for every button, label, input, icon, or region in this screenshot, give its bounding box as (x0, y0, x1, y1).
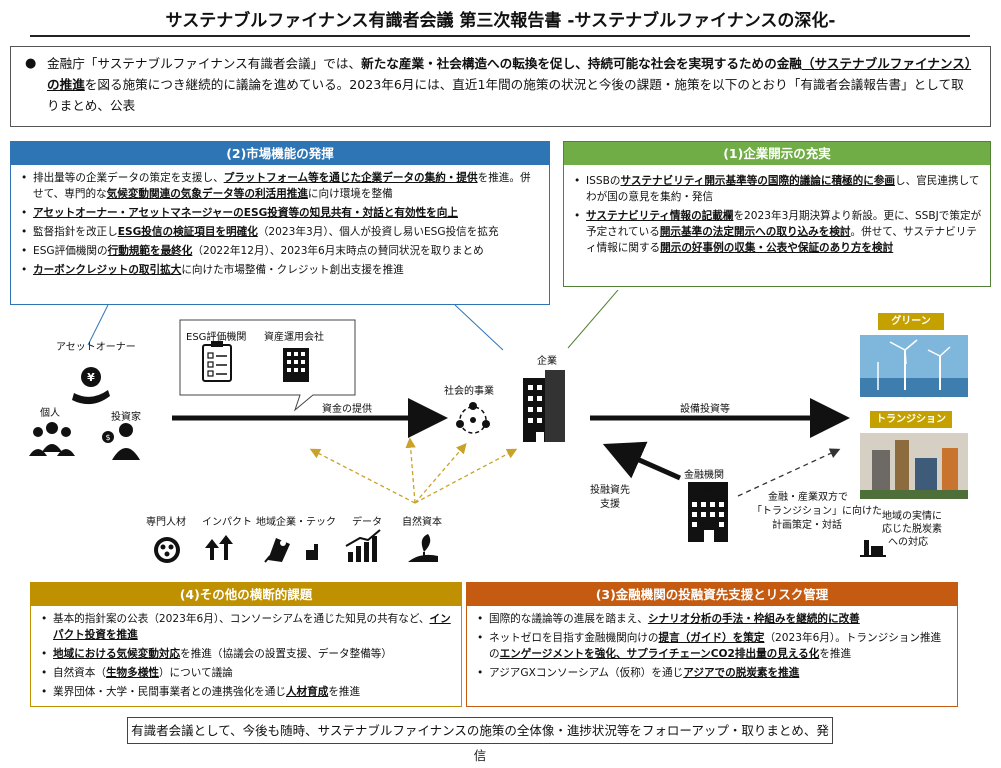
social-business-label: 社会的事業 (444, 386, 494, 397)
data-chart-icon (345, 529, 381, 562)
list-item: 排出量等の企業データの策定を支援し、プラットフォーム等を通じた企業データの集約・… (19, 170, 541, 202)
connector-line (567, 290, 619, 349)
summary-text-4: を図る施策につき継続的に議論を進めている。2023年6月には、直近1年間の施策の… (47, 77, 964, 113)
regional-tech-icon (264, 538, 290, 563)
investor-label: 投資家 (111, 412, 141, 423)
resource-label-talent: 専門人材 (146, 517, 186, 528)
natural-capital-icon (408, 534, 438, 562)
capex-label: 設備投資等 (680, 404, 730, 415)
expert-talent-icon (154, 537, 180, 563)
financial-institution-list: 国際的な議論等の進展を踏まえ、シナリオ分析の手法・枠組みを継続的に改善 ネットゼ… (467, 606, 957, 688)
summary-text-1: 金融庁「サステナブルファイナンス有識者会議」では、 (47, 56, 362, 71)
impact-icon (205, 535, 233, 560)
dialogue-label-3: 計画策定・対話 (772, 520, 842, 531)
cross-cutting-list: 基本的指針案の公表（2023年6月）、コンソーシアムを通じた知見の共有など、イン… (31, 606, 461, 707)
financial-institution-label: 金融機関 (684, 470, 724, 481)
list-item: 業界団体・大学・民間事業者との連携強化を通じ人材育成を推進 (39, 684, 453, 700)
asset-owner-label: アセットオーナー (56, 342, 136, 353)
market-function-title: (2)市場機能の発揮 (11, 142, 549, 165)
investment-support-label-1: 投融資先 (590, 485, 630, 496)
cross-cutting-box: (4)その他の横断的課題 基本的指針案の公表（2023年6月）、コンソーシアムを… (30, 582, 462, 707)
decarbonization-label-2: 応じた脱炭素 (882, 524, 942, 535)
resource-label-regional-tech: 地域企業・テック (256, 517, 336, 528)
list-item: アセットオーナー・アセットマネージャーのESG投資等の知見共有・対話と有効性を向… (19, 205, 541, 221)
dialogue-label-1: 金融・産業双方で (768, 492, 848, 503)
investment-support-arrow (602, 441, 682, 481)
market-function-box: (2)市場機能の発揮 排出量等の企業データの策定を支援し、プラットフォーム等を通… (10, 141, 550, 305)
funding-label: 資金の提供 (322, 404, 372, 415)
financial-institution-title: (3)金融機関の投融資先支援とリスク管理 (467, 583, 957, 606)
investment-support-label-2: 支援 (600, 499, 620, 510)
individuals-icon (29, 422, 75, 456)
tech-small-icon (306, 544, 318, 560)
summary-text-2: 新たな産業・社会構造への転換を促し、持続可能な社会を実現するための金融 (361, 56, 802, 71)
cross-cutting-title: (4)その他の横断的課題 (31, 583, 461, 606)
title-underline (30, 35, 970, 37)
list-item: ネットゼロを目指す金融機関向けの提言（ガイド）を策定（2023年6月）。トランジ… (475, 630, 949, 662)
institutions-bubble (179, 319, 356, 412)
summary-text-3: （サステナブルファイナンス）の推進 (47, 56, 972, 92)
list-item: ISSBのサステナビリティ開示基準等の国際的議論に積極的に参画し、官民連携してわ… (572, 173, 982, 205)
esg-agency-label: ESG評価機関 (186, 332, 247, 343)
bullet-icon: ● (25, 56, 37, 71)
resource-label-impact: インパクト (202, 517, 252, 528)
disclosure-title: (1)企業開示の充実 (564, 142, 990, 165)
dialogue-label-2: 「トランジション」に向けた (752, 506, 882, 517)
transition-plant-image (860, 433, 968, 499)
list-item: アジアGXコンソーシアム（仮称）を通じアジアでの脱炭素を推進 (475, 665, 949, 681)
transition-dialogue-arrow (737, 448, 841, 497)
resource-label-data: データ (352, 517, 382, 528)
connector-line (87, 304, 109, 346)
page-title: サステナブルファイナンス有識者会議 第三次報告書 -サステナブルファイナンスの深… (165, 11, 836, 31)
decarbonization-small-icon (860, 540, 886, 557)
connector-line (454, 304, 504, 351)
flow-diagram: ¥ $ (29, 290, 968, 563)
green-wind-turbine-image (860, 335, 968, 397)
transition-tag: トランジション (870, 411, 952, 428)
resource-label-natural-capital: 自然資本 (402, 517, 442, 528)
list-item: 基本的指針案の公表（2023年6月）、コンソーシアムを通じた知見の共有など、イン… (39, 611, 453, 643)
market-function-list: 排出量等の企業データの策定を支援し、プラットフォーム等を通じた企業データの集約・… (11, 165, 549, 285)
bank-sign-label: BANK (694, 486, 720, 495)
disclosure-box: (1)企業開示の充実 ISSBのサステナビリティ開示基準等の国際的議論に積極的に… (563, 141, 991, 287)
asset-management-building-icon (283, 348, 309, 382)
list-item: 国際的な議論等の進展を踏まえ、シナリオ分析の手法・枠組みを継続的に改善 (475, 611, 949, 627)
asset-management-label: 資産運用会社 (264, 332, 324, 343)
list-item: 地域における気候変動対応を推進（協議会の設置支援、データ整備等） (39, 646, 453, 662)
financial-institution-box: (3)金融機関の投融資先支援とリスク管理 国際的な議論等の進展を踏まえ、シナリオ… (466, 582, 958, 707)
list-item: カーボンクレジットの取引拡大に向けた市場整備・クレジット創出支援を推進 (19, 262, 541, 278)
list-item: ESG評価機関の行動規範を最終化（2022年12月）、2023年6月末時点の賛同… (19, 243, 541, 259)
company-label: 企業 (537, 356, 557, 367)
list-item: 自然資本（生物多様性）について議論 (39, 665, 453, 681)
asset-owner-icon: ¥ (72, 367, 110, 405)
disclosure-list: ISSBのサステナビリティ開示基準等の国際的議論に積極的に参画し、官民連携してわ… (564, 165, 990, 263)
decarbonization-label-1: 地域の実情に (882, 511, 942, 522)
decarbonization-label-3: への対応 (888, 537, 928, 548)
svg-text:¥: ¥ (87, 371, 95, 384)
summary-box: ● 金融庁「サステナブルファイナンス有識者会議」では、新たな産業・社会構造への転… (10, 46, 991, 127)
svg-text:$: $ (105, 433, 110, 442)
investor-icon: $ (102, 423, 140, 460)
bank-icon (688, 482, 728, 542)
green-tag: グリーン (878, 313, 944, 330)
footer-note: 有識者会議として、今後も随時、サステナブルファイナンスの施策の全体像・進捗状況等… (127, 717, 833, 763)
resource-arrows (309, 437, 518, 504)
list-item: 監督指針を改正しESG投信の検証項目を明確化（2023年3月）、個人が投資し易い… (19, 224, 541, 240)
clipboard-icon (202, 341, 232, 382)
social-business-icon (456, 402, 490, 434)
individual-label: 個人 (40, 408, 60, 419)
list-item: サステナビリティ情報の記載欄を2023年3月期決算より新設。更に、SSBJで策定… (572, 208, 982, 256)
company-building-icon (523, 370, 565, 442)
